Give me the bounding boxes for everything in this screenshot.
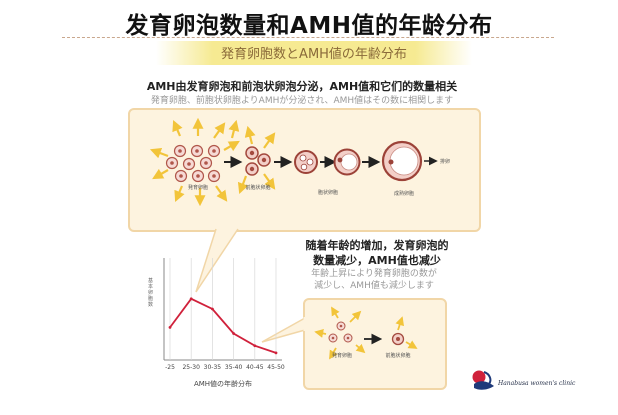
middle-caption-jp-line-2: 減少し、AMH値も減少します bbox=[314, 281, 434, 291]
chart-y-label: 基本卵胞数 bbox=[148, 278, 154, 308]
chart-series-line bbox=[169, 297, 277, 354]
amh-arrow-small bbox=[314, 328, 327, 338]
middle-caption-cn-line-2: 数量减少，AMH值也减少 bbox=[313, 254, 441, 267]
chart-tick-label: -25 bbox=[165, 364, 175, 371]
amh-arrow bbox=[244, 125, 256, 145]
amh-arrow bbox=[263, 173, 276, 190]
aged-growing-follicles bbox=[328, 321, 353, 343]
amh-arrow bbox=[172, 119, 183, 137]
chart-data-point bbox=[189, 297, 193, 301]
page-title: 发育卵泡数量和AMH值的年龄分布 bbox=[125, 13, 493, 39]
stage-label-mature: 成熟卵胞 bbox=[394, 190, 414, 197]
mature-follicle bbox=[381, 140, 423, 182]
antral-follicle bbox=[294, 150, 318, 174]
page-subtitle: 発育卵胞数とAMH値の年齢分布 bbox=[221, 47, 407, 62]
chart-tick-label: 35-40 bbox=[225, 364, 243, 371]
amh-arrow-small bbox=[355, 343, 366, 354]
subtitle-highlight bbox=[156, 41, 472, 65]
small-panel-label-growing: 発育卵胞 bbox=[332, 352, 352, 359]
title-divider bbox=[62, 37, 554, 38]
amh-arrow-small bbox=[331, 306, 340, 319]
chart-tick-label: 30-35 bbox=[204, 364, 222, 371]
chart-data-point bbox=[232, 332, 236, 335]
amh-arrow bbox=[223, 140, 240, 152]
amh-arrow bbox=[228, 119, 240, 139]
growing-follicles-cluster bbox=[165, 144, 221, 183]
middle-caption-cn: 随着年龄的增加，发育卵泡的 数量减少，AMH值也减少 bbox=[272, 238, 482, 268]
clinic-name: Hanabusa women's clinic bbox=[498, 380, 576, 387]
stage-label-antral: 胞状卵胞 bbox=[318, 189, 338, 196]
amh-arrow bbox=[237, 175, 249, 195]
small-panel-callout-pointer bbox=[261, 317, 306, 343]
amh-arrow-small bbox=[405, 340, 418, 349]
stage-label-growing: 発育卵胞 bbox=[188, 184, 208, 191]
aged-preantral-follicle bbox=[391, 332, 405, 346]
amh-arrow bbox=[213, 122, 226, 139]
middle-caption-jp-line-1: 年齢上昇により発育卵胞の数が bbox=[311, 269, 437, 279]
chart-data-point bbox=[274, 351, 278, 355]
amh-arrow-small bbox=[329, 347, 338, 360]
chart-data-point bbox=[168, 325, 172, 329]
large-antral-follicle bbox=[333, 148, 361, 176]
amh-arrow-small bbox=[349, 310, 362, 323]
chart-data-point bbox=[211, 307, 214, 311]
top-caption-cn: AMH由发育卵泡和前泡状卵泡分泌，AMH值和它们的数量相关 bbox=[146, 80, 458, 93]
amh-arrow bbox=[152, 168, 169, 180]
amh-arrow bbox=[215, 185, 228, 202]
top-caption-jp: 発育卵胞、前胞状卵胞よりAMHが分泌され、AMH値はその数に相関します bbox=[150, 96, 454, 106]
amh-arrow bbox=[263, 132, 276, 149]
middle-caption-cn-line-1: 随着年龄的增加，发育卵泡的 bbox=[305, 239, 449, 252]
clinic-logo-icon bbox=[472, 370, 494, 390]
chart-data-point bbox=[253, 344, 257, 348]
chart-tick-label: 25-30 bbox=[182, 364, 200, 371]
chart-tick-label: 40-45 bbox=[246, 364, 264, 371]
chart-x-label: AMH値の年齢分布 bbox=[193, 380, 253, 388]
stage-label-ovulation: 排卵 bbox=[440, 158, 450, 165]
small-panel-label-preantral: 前胞状卵胞 bbox=[385, 352, 410, 359]
chart-tick-label: 45-50 bbox=[267, 364, 285, 371]
panel-callout-pointer bbox=[195, 228, 239, 293]
amh-arrow bbox=[174, 185, 185, 203]
amh-secretion-arrows bbox=[149, 117, 418, 360]
amh-arrow-small bbox=[395, 316, 404, 331]
middle-caption-jp: 年齢上昇により発育卵胞の数が 減少し、AMH値も減少します bbox=[286, 268, 462, 292]
preantral-follicles-cluster bbox=[245, 146, 271, 176]
amh-arrow bbox=[149, 147, 169, 159]
stage-label-preantral: 前胞状卵胞 bbox=[245, 184, 270, 191]
